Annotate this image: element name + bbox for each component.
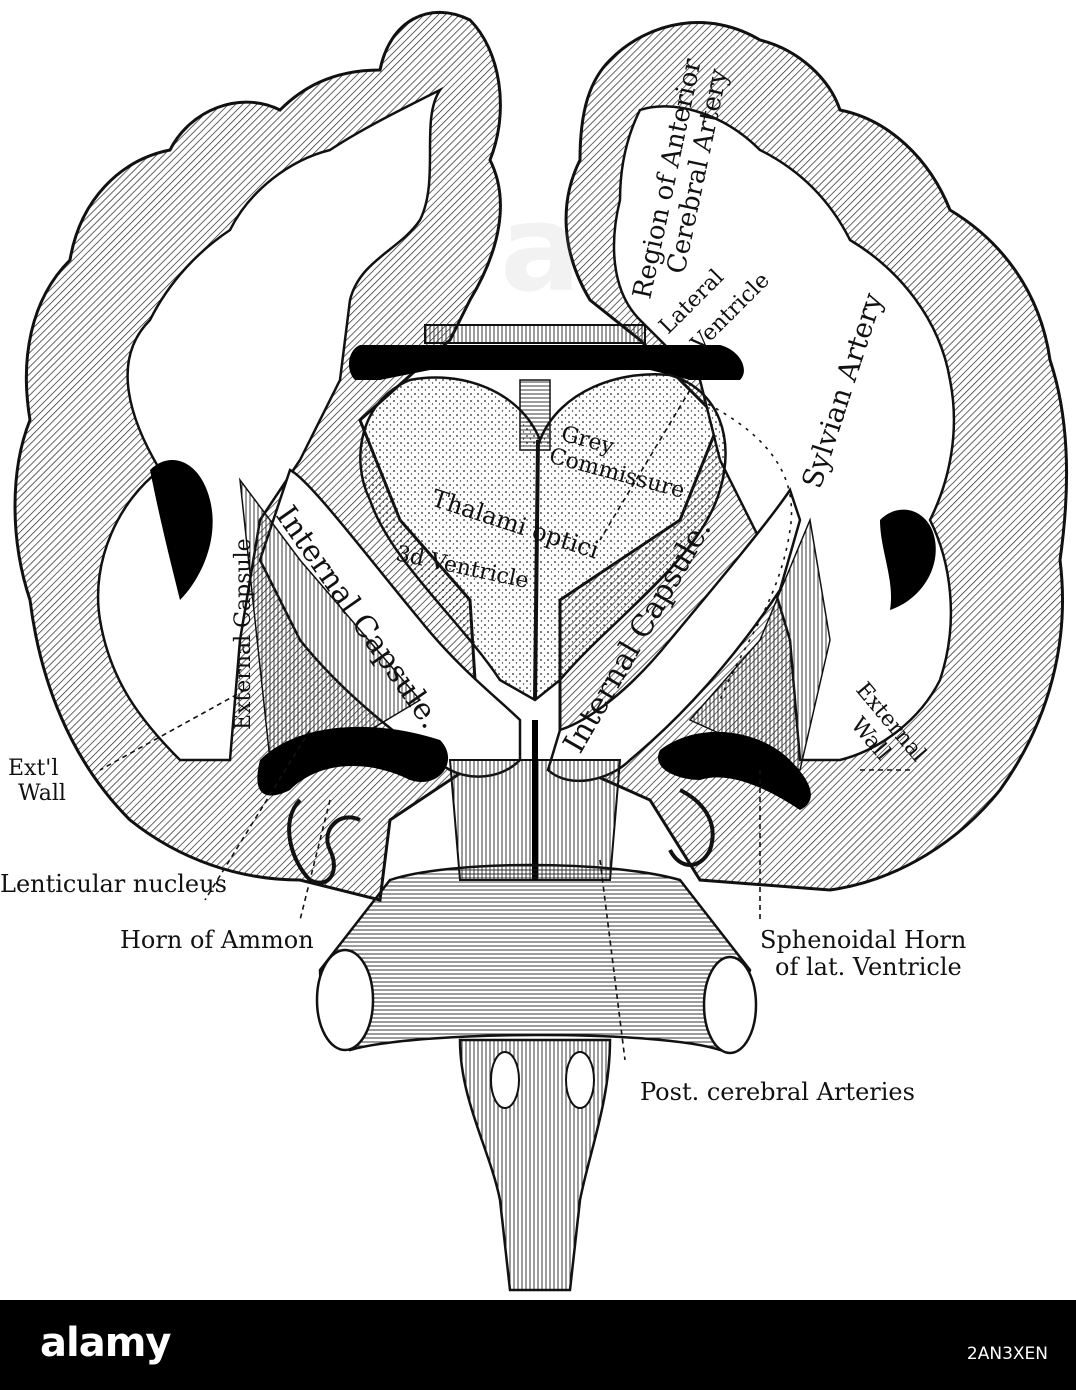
- right-sphenoidal-horn: [658, 731, 811, 810]
- leader-lines: [99, 389, 910, 1061]
- horn-of-ammon-left: [287, 798, 361, 885]
- pons: [318, 863, 752, 1052]
- label-horn-of-ammon: Horn of Ammon: [120, 926, 314, 954]
- label-ext-wall-left-2: Wall: [18, 781, 66, 806]
- right-white-matter: [612, 105, 956, 762]
- corpus-callosum: [424, 324, 646, 344]
- olive-left: [490, 1051, 520, 1109]
- label-post-cerebral: Post. cerebral Arteries: [640, 1078, 915, 1106]
- olive-right: [565, 1051, 595, 1109]
- pons-right-end: [702, 955, 758, 1055]
- third-ventricle-line: [533, 439, 540, 701]
- label-lenticular-nucleus: Lenticular nucleus: [0, 870, 227, 898]
- alamy-logo: alamy: [40, 1320, 171, 1366]
- brain-section-figure: Region of Anterior Cerebral Artery Later…: [0, 10, 1069, 1292]
- left-sphenoidal-horn: [257, 726, 449, 796]
- label-sphenoidal-horn: Sphenoidal Horn: [760, 926, 966, 954]
- fornix-dark-band: [348, 345, 744, 380]
- label-sphenoidal-horn-2: of lat. Ventricle: [775, 953, 962, 981]
- image-id: 2AN3XEN: [966, 1344, 1048, 1364]
- horn-of-ammon-right: [668, 788, 715, 867]
- left-lateral-ventricle-dark: [150, 460, 213, 600]
- brain-diagram: Region of Anterior Cerebral Artery Later…: [0, 10, 1069, 1292]
- label-external-capsule: External Capsule: [231, 538, 256, 730]
- footer-bar: alamy 2AN3XEN: [0, 1300, 1076, 1390]
- pons-left-end: [315, 948, 375, 1052]
- right-ventricle-dark: [880, 509, 936, 610]
- label-ext-wall-left: Ext'l: [8, 756, 58, 781]
- thalami-optici: [359, 373, 727, 702]
